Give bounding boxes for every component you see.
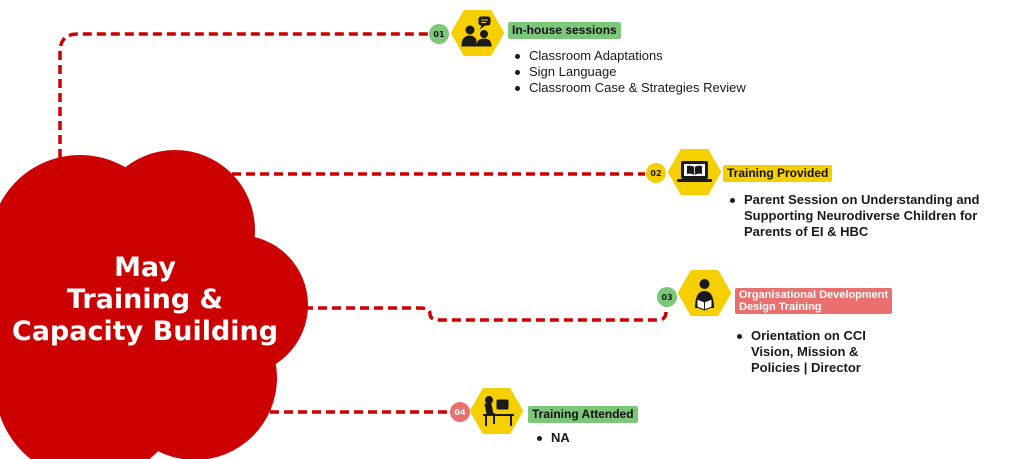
list-item: Parent Session on Understanding and bbox=[728, 192, 979, 208]
list-item: Classroom Case & Strategies Review bbox=[513, 80, 746, 96]
central-cloud bbox=[0, 150, 308, 459]
list-item: Supporting Neurodiverse Children for bbox=[744, 208, 978, 223]
section-04-title: Training Attended bbox=[528, 406, 638, 423]
connector-03 bbox=[290, 300, 668, 322]
list-item: Sign Language bbox=[513, 64, 746, 80]
section-01-list: Classroom Adaptations Sign Language Clas… bbox=[513, 48, 746, 96]
section-04-list: NA bbox=[535, 430, 570, 446]
svg-text:01: 01 bbox=[433, 30, 445, 39]
center-title-line-1: May bbox=[114, 252, 176, 283]
number-circle-04: 04 bbox=[450, 402, 470, 422]
number-circle-03: 03 bbox=[657, 287, 677, 307]
list-item: Orientation on CCI bbox=[735, 328, 866, 344]
connector-lines bbox=[58, 32, 668, 414]
section-03-title: Organisational Development Design Traini… bbox=[735, 288, 893, 314]
person-at-desk-icon bbox=[483, 396, 514, 426]
list-item: Policies | Director bbox=[751, 360, 861, 375]
list-item: Vision, Mission & bbox=[751, 344, 859, 359]
number-circle-02: 02 bbox=[646, 163, 666, 183]
center-title-line-3: Capacity Building bbox=[11, 316, 279, 347]
people-discussion-icon bbox=[461, 16, 492, 47]
section-01-title: In-house sessions bbox=[508, 22, 621, 39]
connector-01 bbox=[58, 32, 428, 172]
number-circle-01: 01 bbox=[429, 24, 449, 44]
hexagon-04 bbox=[470, 388, 523, 434]
svg-text:02: 02 bbox=[650, 169, 661, 178]
hexagon-02 bbox=[668, 149, 721, 195]
section-02-title: Training Provided bbox=[723, 165, 833, 182]
svg-text:03: 03 bbox=[661, 293, 672, 302]
laptop-book-icon bbox=[677, 161, 712, 182]
hexagon-01 bbox=[451, 10, 504, 56]
svg-text:04: 04 bbox=[454, 408, 466, 417]
section-02-list: Parent Session on Understanding and Supp… bbox=[728, 192, 979, 240]
section-03-title-line-2: Design Training bbox=[739, 301, 822, 313]
center-title-line-2: Training & bbox=[66, 284, 224, 315]
person-reading-icon bbox=[695, 279, 714, 311]
list-item: Parents of EI & HBC bbox=[744, 224, 869, 239]
center-title: May Training & Capacity Building bbox=[0, 252, 290, 348]
section-03-title-line-1: Organisational Development bbox=[739, 289, 889, 301]
section-03-list: Orientation on CCI Vision, Mission & Pol… bbox=[735, 328, 866, 376]
hexagon-03 bbox=[678, 270, 731, 316]
list-item: NA bbox=[535, 430, 570, 446]
list-item: Classroom Adaptations bbox=[513, 48, 746, 64]
